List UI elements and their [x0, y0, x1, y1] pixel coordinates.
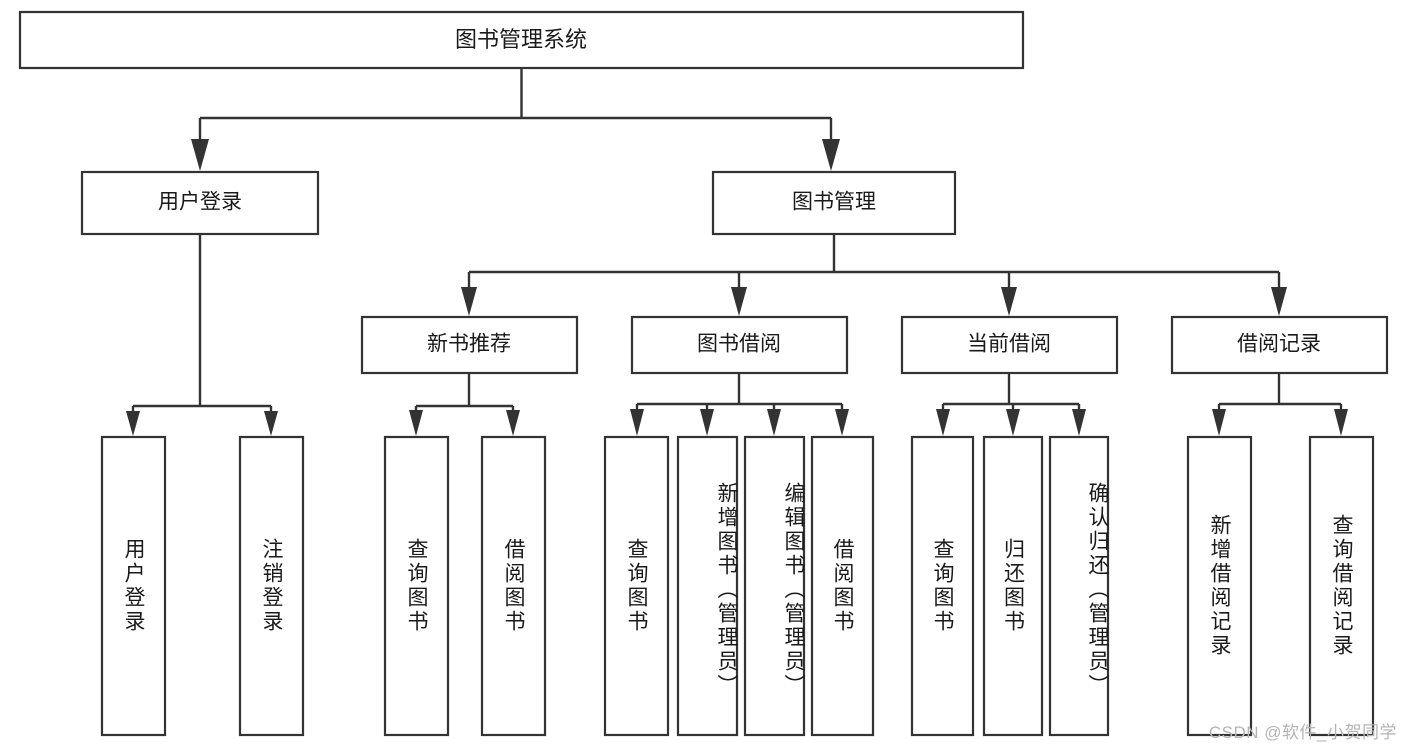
node-user-login-label: 用户登录	[158, 191, 242, 214]
node-book-borrow-label: 图书借阅	[697, 333, 781, 356]
connector-bookborrow-to-leaves	[630, 373, 849, 436]
arrow-head-user-login	[191, 139, 209, 171]
leaf-box-borrow-edit-book[interactable]	[743, 435, 806, 737]
connector-userlogin-to-leaves	[126, 234, 278, 436]
node-borrow-record[interactable]: 借阅记录	[1170, 315, 1389, 375]
leaf-box-rec-add-record[interactable]	[1186, 435, 1253, 737]
node-book-manage[interactable]: 图书管理	[711, 170, 957, 236]
arrow-head-borrow-record	[1271, 287, 1287, 316]
node-root[interactable]: 图书管理系统	[18, 10, 1025, 70]
leaf-box-rec-query-record[interactable]	[1308, 435, 1375, 737]
arrow-head-leaf-rec-borrow-book	[506, 410, 520, 436]
node-root-label: 图书管理系统	[455, 27, 587, 52]
leaf-box-cur-query-book[interactable]	[910, 435, 975, 737]
arrow-head-leaf-cur-confirm-return	[1072, 409, 1086, 436]
arrow-head-current-borrow	[1001, 287, 1017, 316]
arrow-head-leaf-borrow-add-book	[700, 409, 714, 436]
leaf-box-user-login[interactable]	[100, 435, 167, 737]
leaf-box-borrow-add-book[interactable]	[676, 435, 739, 737]
node-book-manage-box[interactable]	[711, 170, 957, 236]
node-root-box[interactable]	[18, 10, 1025, 70]
arrow-head-leaf-rec-query-record	[1334, 409, 1348, 436]
arrow-head-leaf-rec-add-record	[1212, 409, 1226, 436]
node-book-borrow[interactable]: 图书借阅	[630, 315, 849, 375]
leaf-box-cur-confirm-return[interactable]	[1048, 435, 1110, 737]
arrow-head-leaf-user-login	[126, 411, 140, 436]
leaf-box-user-logout[interactable]	[238, 435, 305, 737]
node-user-login-box[interactable]	[80, 170, 320, 236]
leaf-box-rec-borrow-book[interactable]	[480, 435, 547, 737]
node-book-manage-label: 图书管理	[792, 191, 876, 214]
arrow-head-book-manage	[822, 139, 840, 171]
node-new-book-rec-label: 新书推荐	[427, 333, 511, 356]
node-borrow-record-box[interactable]	[1170, 315, 1389, 375]
connector-borrowrecord-to-leaves	[1212, 373, 1348, 436]
connector-currentborrow-to-leaves	[936, 373, 1086, 436]
arrow-head-leaf-rec-query-book	[409, 410, 423, 436]
node-current-borrow-label: 当前借阅	[967, 333, 1051, 356]
node-new-book-rec[interactable]: 新书推荐	[360, 315, 579, 375]
arrow-head-leaf-user-logout	[264, 411, 278, 436]
node-user-login[interactable]: 用户登录	[80, 170, 320, 236]
arrow-head-leaf-cur-query-book	[936, 409, 950, 436]
connector-newbookrec-to-leaves	[409, 373, 520, 436]
leaf-box-cur-return-book[interactable]	[982, 435, 1044, 737]
arrow-head-leaf-borrow-edit-book	[767, 409, 781, 436]
node-current-borrow-box[interactable]	[900, 315, 1119, 375]
arrow-head-leaf-borrow-borrow-book	[835, 409, 849, 436]
node-book-borrow-box[interactable]	[630, 315, 849, 375]
arrow-head-leaf-cur-return-book	[1006, 409, 1020, 436]
leaf-box-rec-query-book[interactable]	[383, 435, 450, 737]
node-current-borrow[interactable]: 当前借阅	[900, 315, 1119, 375]
arrow-head-new-book-rec	[461, 287, 477, 316]
leaf-box-borrow-borrow-book[interactable]	[810, 435, 875, 737]
arrow-head-book-borrow	[731, 287, 747, 316]
connector-bookmanage-to-level3	[461, 234, 1287, 316]
csdn-watermark: CSDN @软件_小贺同学	[1208, 723, 1397, 742]
node-borrow-record-label: 借阅记录	[1237, 333, 1321, 356]
leaf-boxes	[100, 435, 1375, 737]
connector-root-to-level2	[191, 68, 840, 171]
arrow-head-leaf-borrow-query-book	[630, 409, 644, 436]
leaf-box-borrow-query-book[interactable]	[603, 435, 670, 737]
node-new-book-rec-box[interactable]	[360, 315, 579, 375]
